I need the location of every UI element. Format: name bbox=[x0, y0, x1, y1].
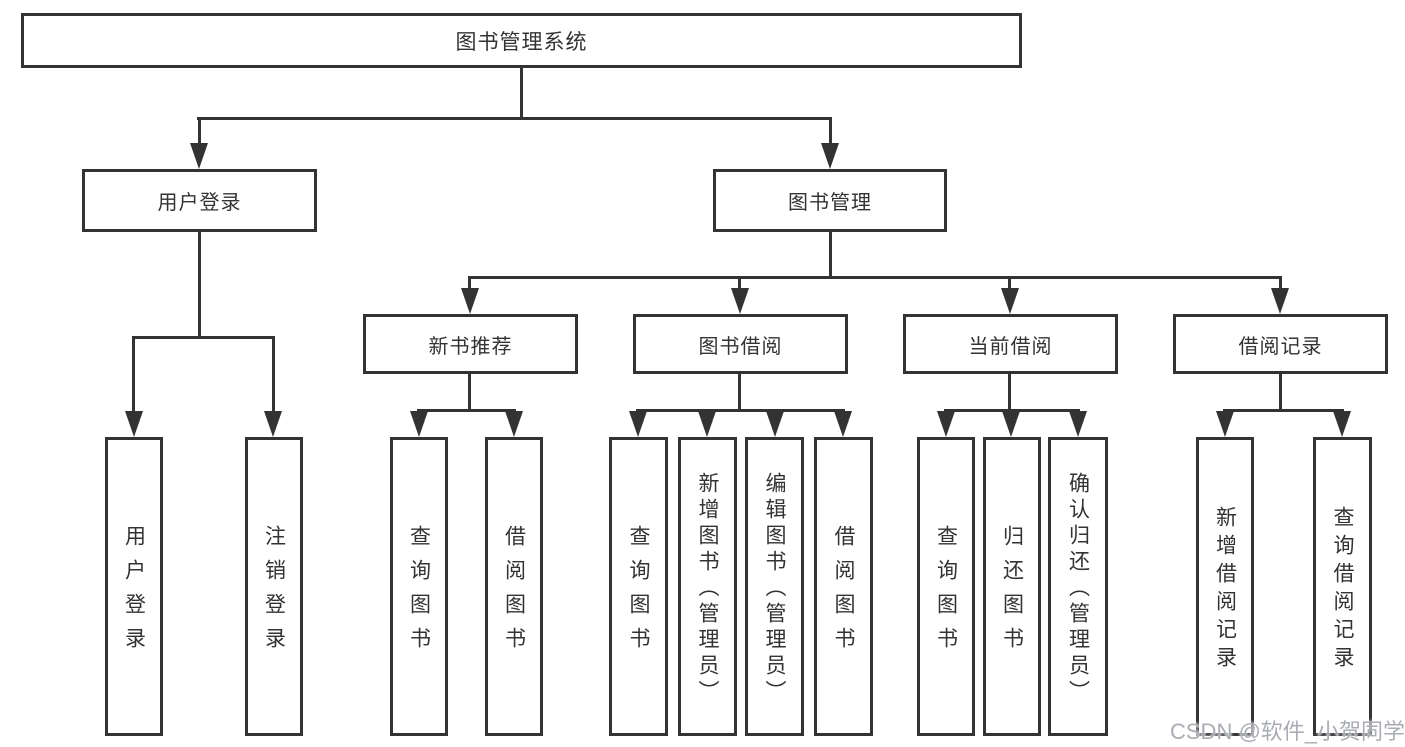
connector-line bbox=[520, 68, 523, 117]
connector-line bbox=[1279, 276, 1282, 289]
connector-line bbox=[198, 232, 201, 336]
node-current-borrowing: 当前借阅 bbox=[903, 314, 1118, 374]
arrow-down-icon bbox=[125, 411, 143, 437]
node-borrow-records: 借阅记录 bbox=[1173, 314, 1388, 374]
leaf-query-books-borrowing: 查询图书 bbox=[609, 437, 668, 736]
arrow-down-icon bbox=[1001, 288, 1019, 314]
node-label: 确认归还（管理员） bbox=[1066, 472, 1090, 706]
leaf-logout: 注销登录 bbox=[245, 437, 303, 736]
connector-line bbox=[1279, 374, 1282, 412]
node-label: 新增图书（管理员） bbox=[696, 472, 719, 706]
node-label: 图书管理系统 bbox=[455, 30, 588, 54]
connector-line bbox=[1223, 409, 1344, 412]
leaf-add-borrow-record: 新增借阅记录 bbox=[1196, 437, 1254, 736]
leaf-query-books-recommend: 查询图书 bbox=[390, 437, 448, 736]
connector-line bbox=[468, 276, 1282, 279]
connector-line bbox=[198, 117, 201, 145]
leaf-add-books-admin: 新增图书（管理员） bbox=[678, 437, 737, 736]
node-label: 用户登录 bbox=[122, 525, 146, 661]
node-label: 新增借阅记录 bbox=[1213, 506, 1237, 674]
arrow-down-icon bbox=[1069, 411, 1087, 437]
leaf-user-login: 用户登录 bbox=[105, 437, 163, 736]
arrow-down-icon bbox=[1002, 411, 1020, 437]
node-label: 图书借阅 bbox=[698, 335, 783, 358]
arrow-down-icon bbox=[766, 411, 784, 437]
node-label: 图书管理 bbox=[788, 192, 872, 214]
arrow-down-icon bbox=[629, 411, 647, 437]
connector-line bbox=[829, 117, 832, 145]
connector-line bbox=[738, 374, 741, 412]
node-label: 借阅图书 bbox=[502, 525, 526, 661]
connector-line bbox=[468, 276, 471, 289]
arrow-down-icon bbox=[834, 411, 852, 437]
connector-line bbox=[197, 117, 832, 120]
leaf-borrow-books: 借阅图书 bbox=[814, 437, 873, 736]
node-book-borrowing: 图书借阅 bbox=[633, 314, 848, 374]
node-label: 查询借阅记录 bbox=[1331, 506, 1354, 674]
leaf-confirm-return-admin: 确认归还（管理员） bbox=[1048, 437, 1108, 736]
connector-line bbox=[468, 374, 471, 412]
node-label: 新书推荐 bbox=[428, 335, 513, 358]
connector-line bbox=[944, 409, 1080, 412]
arrow-down-icon bbox=[937, 411, 955, 437]
node-user-login-group: 用户登录 bbox=[82, 169, 317, 232]
node-book-management: 图书管理 bbox=[713, 169, 947, 232]
arrow-down-icon bbox=[821, 143, 839, 169]
node-label: 查询图书 bbox=[407, 525, 431, 661]
node-label: 用户登录 bbox=[157, 192, 242, 214]
node-label: 当前借阅 bbox=[968, 335, 1053, 358]
connector-line bbox=[1008, 374, 1011, 412]
connector-line bbox=[636, 409, 845, 412]
node-library-management-system: 图书管理系统 bbox=[21, 13, 1022, 68]
connector-line bbox=[738, 276, 741, 289]
node-new-book-recommend: 新书推荐 bbox=[363, 314, 578, 374]
leaf-query-borrow-record: 查询借阅记录 bbox=[1313, 437, 1372, 736]
connector-line bbox=[132, 336, 275, 339]
leaf-edit-books-admin: 编辑图书（管理员） bbox=[745, 437, 804, 736]
node-label: 归还图书 bbox=[1000, 525, 1024, 661]
arrow-down-icon bbox=[731, 288, 749, 314]
node-label: 借阅图书 bbox=[832, 525, 855, 661]
node-label: 查询图书 bbox=[934, 525, 958, 661]
csdn-watermark: CSDN @软件_小贺同学 bbox=[1170, 719, 1405, 744]
arrow-down-icon bbox=[264, 411, 282, 437]
arrow-down-icon bbox=[190, 143, 208, 169]
arrow-down-icon bbox=[461, 288, 479, 314]
node-label: 查询图书 bbox=[627, 525, 650, 661]
leaf-return-books: 归还图书 bbox=[983, 437, 1041, 736]
node-label: 借阅记录 bbox=[1238, 335, 1323, 358]
arrow-down-icon bbox=[1271, 288, 1289, 314]
node-label: 编辑图书（管理员） bbox=[763, 472, 786, 706]
leaf-query-books-current: 查询图书 bbox=[917, 437, 975, 736]
connector-line bbox=[1008, 276, 1011, 289]
connector-line bbox=[132, 336, 135, 412]
leaf-borrow-books-recommend: 借阅图书 bbox=[485, 437, 543, 736]
arrow-down-icon bbox=[1333, 411, 1351, 437]
arrow-down-icon bbox=[698, 411, 716, 437]
arrow-down-icon bbox=[410, 411, 428, 437]
arrow-down-icon bbox=[1216, 411, 1234, 437]
arrow-down-icon bbox=[505, 411, 523, 437]
connector-line bbox=[272, 336, 275, 412]
node-label: 注销登录 bbox=[262, 525, 286, 661]
connector-line bbox=[829, 232, 832, 276]
connector-line bbox=[417, 409, 516, 412]
